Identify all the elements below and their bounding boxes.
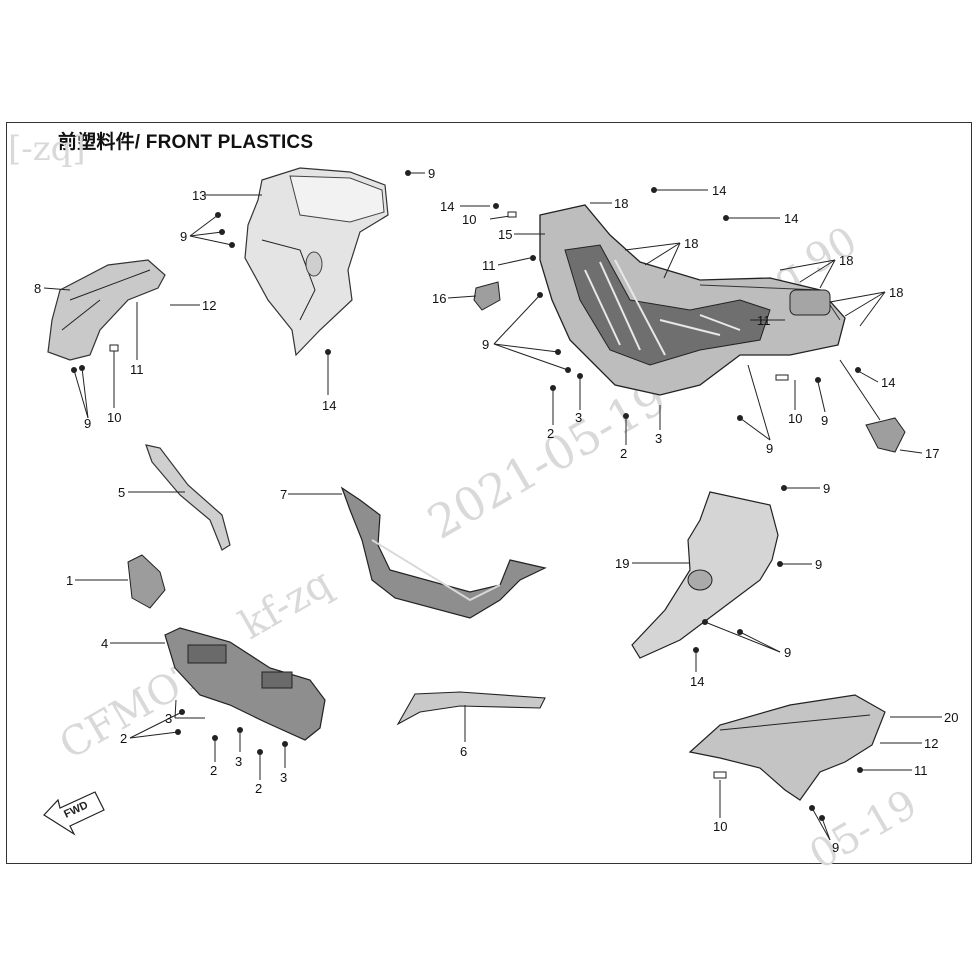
callout-14: 14 [322, 398, 336, 413]
part-7-trim-bar [340, 486, 547, 619]
callout-9: 9 [180, 229, 187, 244]
watermark-br: 05-19 [802, 781, 925, 878]
callout-9: 9 [428, 166, 435, 181]
callout-10: 10 [107, 410, 121, 425]
callout-18: 18 [889, 285, 903, 300]
callout-3: 3 [575, 410, 582, 425]
callout-9: 9 [823, 481, 830, 496]
watermark-brand-kf: kf-zq [232, 560, 340, 649]
callout-9: 9 [84, 416, 91, 431]
callout-3: 3 [655, 431, 662, 446]
callout-13: 13 [192, 188, 206, 203]
callout-1: 1 [66, 573, 73, 588]
callout-11: 11 [130, 362, 144, 377]
callout-labels: 13 9 9 14 8 12 11 10 9 14 14 14 18 18 18… [34, 166, 958, 855]
callout-19: 19 [615, 556, 629, 571]
callout-9: 9 [482, 337, 489, 352]
part-13-inner-panel [244, 167, 389, 357]
watermark-tl: [-zq] [8, 129, 86, 169]
callout-3: 3 [235, 754, 242, 769]
callout-5: 5 [118, 485, 125, 500]
callout-18: 18 [839, 253, 853, 268]
callout-6: 6 [460, 744, 467, 759]
callout-10: 10 [462, 212, 476, 227]
part-17-bracket [865, 417, 906, 453]
part-16-bracket [473, 281, 501, 311]
callout-11: 11 [757, 313, 771, 328]
part-20-right-cover [688, 694, 886, 801]
callout-2: 2 [547, 426, 554, 441]
part-15-grille-assembly [539, 204, 846, 396]
callout-7: 7 [280, 487, 287, 502]
callout-12: 12 [202, 298, 216, 313]
callout-9: 9 [784, 645, 791, 660]
watermark-date: 2021-05-19 [419, 370, 676, 549]
callout-15: 15 [498, 227, 512, 242]
callout-9: 9 [832, 840, 839, 855]
callout-20: 20 [944, 710, 958, 725]
callout-14: 14 [712, 183, 726, 198]
callout-16: 16 [432, 291, 446, 306]
callout-11: 11 [482, 258, 496, 273]
callout-3: 3 [165, 711, 172, 726]
callout-10: 10 [788, 411, 802, 426]
part-8-left-cover [47, 259, 166, 361]
callout-14: 14 [784, 211, 798, 226]
callout-9: 9 [766, 441, 773, 456]
callout-2: 2 [255, 781, 262, 796]
callout-4: 4 [101, 636, 108, 651]
callout-14: 14 [690, 674, 704, 689]
leader-lines [43, 172, 942, 841]
callout-9: 9 [821, 413, 828, 428]
callout-11: 11 [914, 763, 928, 778]
callout-2: 2 [210, 763, 217, 778]
part-1-cover [127, 554, 166, 609]
callout-2: 2 [620, 446, 627, 461]
callout-3: 3 [280, 770, 287, 785]
callout-14: 14 [440, 199, 454, 214]
callout-17: 17 [925, 446, 939, 461]
callout-2: 2 [120, 731, 127, 746]
fwd-arrow: FWD [43, 791, 105, 836]
callout-18: 18 [684, 236, 698, 251]
callout-10: 10 [713, 819, 727, 834]
part-4-lower-bumper [164, 627, 326, 741]
part-19-inner-panel [631, 491, 779, 659]
fasteners [71, 170, 863, 821]
callout-9: 9 [815, 557, 822, 572]
diagram-title: 前塑料件/ FRONT PLASTICS [58, 132, 314, 153]
callout-18: 18 [614, 196, 628, 211]
part-5-trim-strip [145, 444, 231, 551]
callout-14: 14 [881, 375, 895, 390]
diagram-frame [6, 122, 972, 864]
callout-8: 8 [34, 281, 41, 296]
callout-12: 12 [924, 736, 938, 751]
part-6-trim-strip [396, 691, 546, 726]
